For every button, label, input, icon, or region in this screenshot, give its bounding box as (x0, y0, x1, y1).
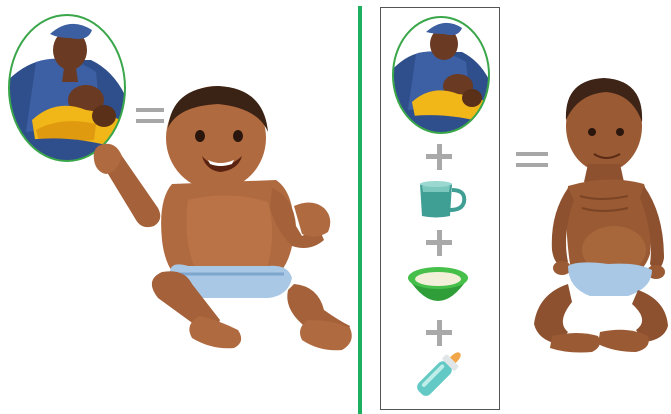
breastfeeding-plus-other-foods-panel (362, 0, 671, 414)
breastfeeding-mother-icon (390, 14, 492, 136)
bowl-icon (406, 264, 470, 308)
healthy-baby-icon (88, 80, 356, 356)
malnourished-baby-icon (528, 74, 671, 356)
plus-icon (426, 320, 452, 346)
breastfeeding-only-panel (0, 0, 356, 414)
plus-icon (426, 144, 452, 170)
cup-icon (416, 180, 468, 220)
plus-icon (426, 230, 452, 256)
feeding-bottle-icon (410, 346, 466, 404)
